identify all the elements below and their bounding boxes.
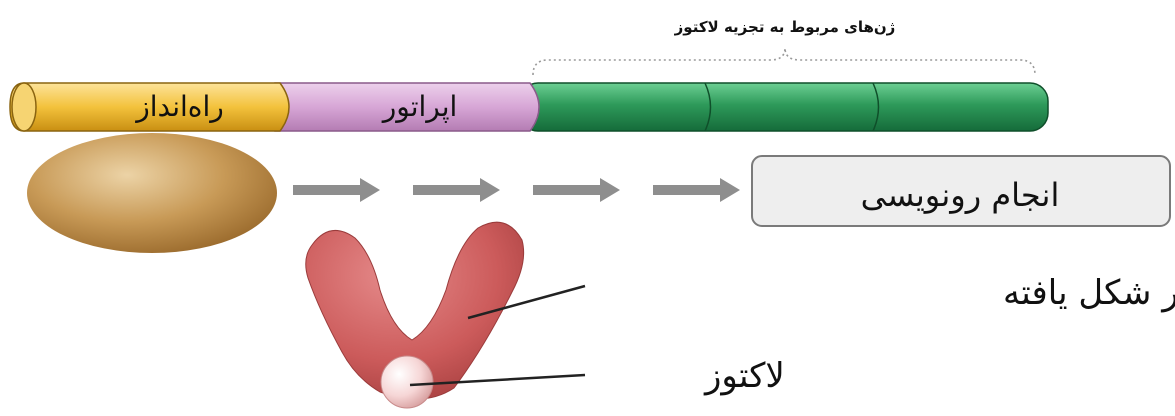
genes-bracket [533,48,1035,75]
arrow-3 [533,178,620,202]
arrow-4 [653,178,740,202]
promoter-label: راه‌انداز [134,90,224,123]
arrow-2 [413,178,500,202]
dna-strand: راه‌انداز اپراتور [10,83,1048,131]
arrow-1 [293,178,380,202]
operator-label: اپراتور [381,90,458,123]
repressor-label: مهارکننده تغییر شکل یافته [1003,273,1175,313]
rna-polymerase [27,133,277,253]
genes-segment [520,83,1048,131]
strand-end-cap [12,83,36,131]
lactose-molecule [381,356,433,408]
transcription-label: انجام رونویسی [861,176,1060,214]
lactose-label: لاکتوز [703,356,785,396]
genes-title: ژن‌های مربوط به تجزیه لاکتوز [674,18,896,36]
transcription-arrows [293,178,740,202]
